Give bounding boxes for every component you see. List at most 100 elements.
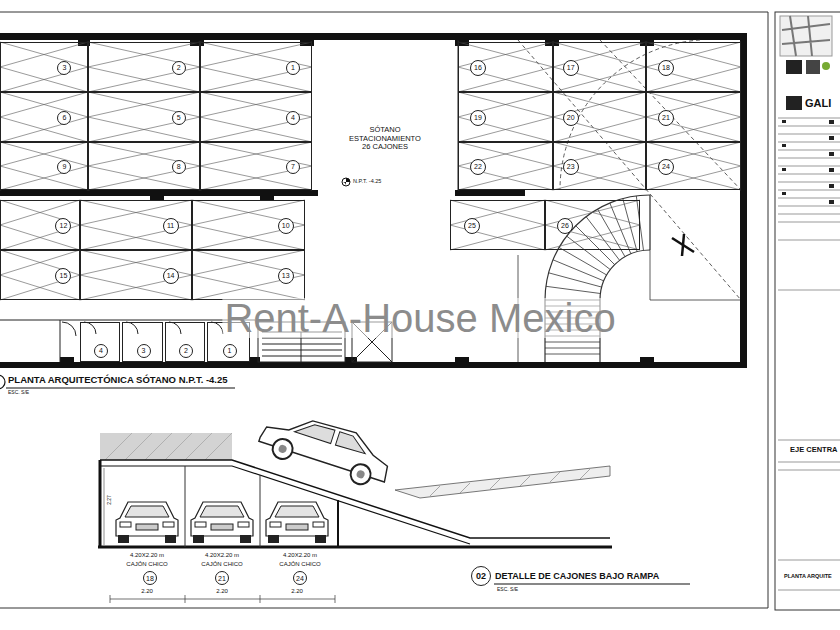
parking-stall: 10 bbox=[192, 200, 305, 250]
stall-number: 10 bbox=[278, 218, 294, 234]
stall-number: 2 bbox=[172, 61, 186, 75]
parking-stall: 17 bbox=[553, 42, 646, 92]
stall-type: CAJÓN CHICO bbox=[279, 561, 320, 568]
stall-type: CAJÓN CHICO bbox=[126, 561, 167, 568]
dimension: 2.20 bbox=[141, 588, 153, 595]
parking-stall: 2 bbox=[88, 42, 200, 92]
watermark: Rent-A-House Mexico bbox=[222, 298, 617, 338]
stall-number: 13 bbox=[278, 268, 294, 284]
parking-stall: 21 bbox=[646, 92, 741, 142]
stall-diagonal bbox=[0, 92, 88, 117]
plan-title-mark bbox=[0, 375, 235, 389]
stall-number: 11 bbox=[163, 218, 179, 234]
stall-diagonal bbox=[0, 42, 88, 67]
parking-stall: 24 bbox=[646, 142, 741, 190]
parking-stall: 12 bbox=[0, 200, 80, 250]
parking-stall: 19 bbox=[458, 92, 553, 142]
parking-stall: 7 bbox=[200, 142, 312, 190]
stall-type: CAJÓN CHICO bbox=[201, 561, 242, 568]
stall-diagonal bbox=[0, 117, 88, 142]
parking-stall: 1 bbox=[200, 42, 312, 92]
stall-number: 9 bbox=[57, 160, 71, 174]
stall-number: 18 bbox=[658, 60, 674, 76]
room-number: 3 bbox=[137, 344, 151, 358]
dimension: 2.20 bbox=[216, 588, 228, 595]
stall-diagonal bbox=[0, 142, 88, 166]
stall-number: 23 bbox=[563, 159, 579, 175]
parking-stall: 4 bbox=[200, 92, 312, 142]
stall-number: 17 bbox=[563, 60, 579, 76]
parking-stall: 20 bbox=[553, 92, 646, 142]
dimension: 2.20 bbox=[291, 588, 303, 595]
scale-note: ESC. S/E bbox=[497, 587, 518, 593]
parking-stall: 14 bbox=[80, 250, 192, 300]
stall-size: 4.20X2.20 m bbox=[283, 552, 317, 559]
stall-number: 25 bbox=[464, 218, 480, 234]
storage-room: 2 bbox=[165, 322, 205, 362]
stall-number: 15 bbox=[55, 268, 71, 284]
stall-number: 8 bbox=[172, 160, 186, 174]
stall-number: 4 bbox=[286, 111, 300, 125]
room-number: 1 bbox=[223, 344, 237, 358]
parking-stall: 16 bbox=[458, 42, 553, 92]
detail-number: 02 bbox=[476, 572, 486, 581]
stall-number: 12 bbox=[55, 218, 71, 234]
stall-size: 4.20X2.20 m bbox=[205, 552, 239, 559]
parking-stall: 15 bbox=[0, 250, 80, 300]
sheet-frame bbox=[0, 12, 840, 610]
stall-diagonal bbox=[0, 142, 88, 166]
stall-diagonal bbox=[0, 67, 88, 92]
room-number: 4 bbox=[94, 344, 108, 358]
parking-stall: 13 bbox=[192, 250, 305, 300]
logo-text: GALI bbox=[805, 97, 831, 110]
detail-number-circle: 02 bbox=[471, 566, 491, 586]
parking-stall: 22 bbox=[458, 142, 553, 190]
storage-room: 4 bbox=[80, 322, 120, 362]
room-number: 2 bbox=[179, 344, 193, 358]
parking-stall: 11 bbox=[80, 200, 192, 250]
detail-title: DETALLE DE CAJONES BAJO RAMPA bbox=[495, 571, 659, 581]
stall-number-circle: 21 bbox=[215, 571, 229, 585]
parking-stall: 6 bbox=[0, 92, 88, 142]
stall-number: 18 bbox=[146, 575, 154, 582]
stall-number: 24 bbox=[296, 575, 304, 582]
stall-number: 7 bbox=[286, 160, 300, 174]
stall-diagonal bbox=[0, 166, 88, 190]
stall-number: 20 bbox=[563, 110, 579, 126]
dimension: 2.27 bbox=[107, 495, 113, 505]
stall-number: 22 bbox=[470, 159, 486, 175]
title-block bbox=[778, 16, 840, 590]
stall-number-circle: 18 bbox=[143, 571, 157, 585]
stall-diagonal bbox=[0, 42, 88, 67]
stall-number: 3 bbox=[57, 61, 71, 75]
stall-number: 5 bbox=[172, 111, 186, 125]
project-name: EJE CENTRA bbox=[790, 446, 838, 455]
stall-diagonal bbox=[0, 67, 88, 92]
parking-stall: 3 bbox=[0, 42, 88, 92]
stall-number: 24 bbox=[658, 159, 674, 175]
stall-number: 14 bbox=[163, 268, 179, 284]
drawing-title: PLANTA ARQUITECTÓNICA SÓTANO N.P.T. -4.2… bbox=[8, 375, 228, 386]
parking-stall: 18 bbox=[646, 42, 741, 92]
stall-diagonal bbox=[0, 117, 88, 142]
parking-stall: 26 bbox=[545, 200, 640, 250]
scale-note: ESC. S/E bbox=[8, 390, 29, 396]
level-symbol bbox=[342, 178, 350, 186]
stall-number: 6 bbox=[57, 111, 71, 125]
parking-stall: 25 bbox=[450, 200, 545, 250]
stall-number: 21 bbox=[218, 575, 226, 582]
parking-stall: 8 bbox=[88, 142, 200, 190]
stall-diagonal bbox=[0, 166, 88, 190]
stall-diagonal bbox=[0, 92, 88, 117]
area-label: SÓTANO ESTACIONAMIENTO 26 CAJONES bbox=[345, 126, 425, 152]
parking-stall: 9 bbox=[0, 142, 88, 190]
stall-number: 26 bbox=[557, 218, 573, 234]
level-label: N.P.T. -4.25 bbox=[353, 178, 381, 184]
walls bbox=[0, 33, 747, 368]
parking-stall: 23 bbox=[553, 142, 646, 190]
stall-number-circle: 24 bbox=[293, 571, 307, 585]
stall-size: 4.20X2.20 m bbox=[130, 552, 164, 559]
stall-number: 1 bbox=[286, 61, 300, 75]
parking-stall: 5 bbox=[88, 92, 200, 142]
storage-room: 3 bbox=[122, 322, 163, 362]
